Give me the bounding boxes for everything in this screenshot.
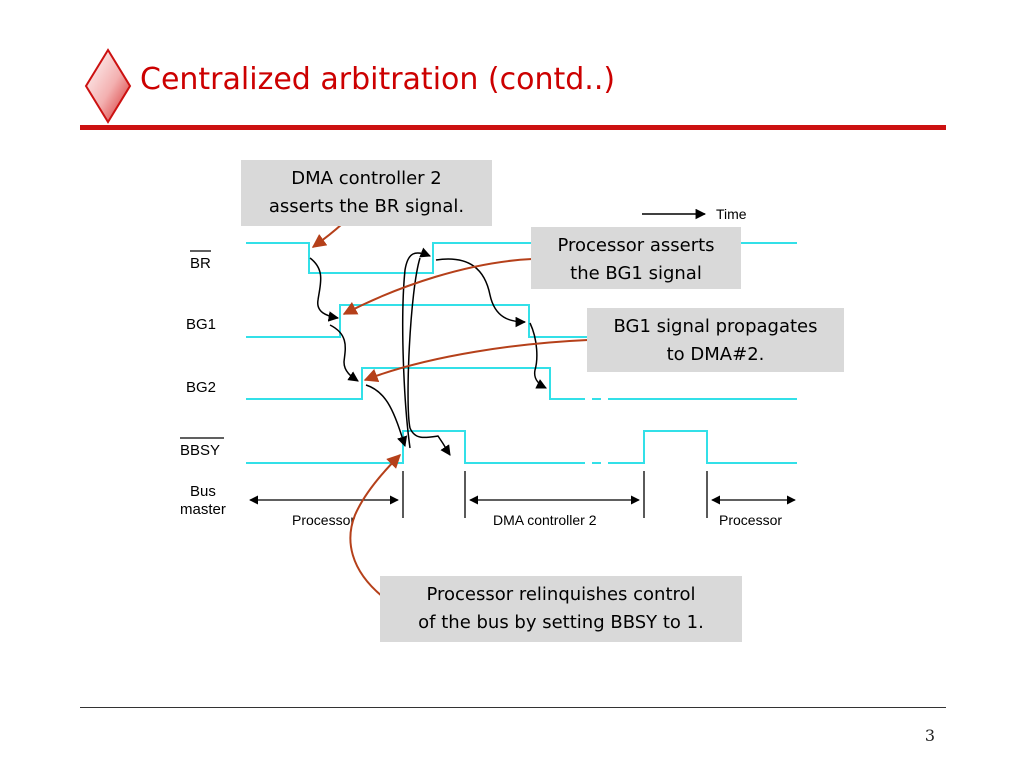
annotation-arrow-processor-asserts: [342, 258, 533, 315]
bbsy-trace: [246, 430, 797, 464]
callout-processor-relinquishes: Processor relinquishes control of the bu…: [380, 576, 742, 642]
time-label: Time: [716, 206, 747, 222]
callout-dma-asserts-line2: asserts the BR signal.: [268, 196, 465, 217]
callout-bg1-propagates: BG1 signal propagates to DMA#2.: [587, 308, 844, 372]
causal-arrow-bg1-release: [529, 322, 547, 389]
bus-master-label-line2: master: [180, 501, 226, 518]
signal-label-bbsy: BBSY: [180, 442, 220, 459]
callout-dma-asserts-line1: DMA controller 2: [291, 168, 442, 189]
callout-bg1-propagates-line1: BG1 signal propagates: [613, 316, 818, 337]
callout-processor-asserts-line2: the BG1 signal: [570, 263, 702, 284]
callout-processor-asserts: Processor asserts the BG1 signal: [531, 227, 741, 289]
causal-arrow-loop-mid: [407, 257, 451, 456]
bg1-trace: [246, 304, 797, 338]
causal-arrow-bg2-to-bbsy: [365, 384, 408, 447]
bg2-trace: [246, 367, 797, 400]
annotation-arrow-relinquishes: [349, 454, 401, 598]
causal-arrow-br-to-bg1: [309, 257, 340, 322]
bus-master-segment-processor-2: Processor: [719, 512, 782, 528]
causal-arrow-br-release: [435, 258, 527, 328]
signal-label-bg2: BG2: [186, 379, 216, 396]
signal-label-bg1: BG1: [186, 316, 216, 333]
causal-arrow-bg1-to-bg2: [329, 324, 359, 382]
callout-processor-relinquishes-line2: of the bus by setting BBSY to 1.: [418, 612, 704, 633]
page-title: Centralized arbitration (contd..): [140, 62, 616, 97]
annotation-arrow-dma-asserts: [311, 223, 343, 248]
callout-bg1-propagates-line2: to DMA#2.: [666, 344, 765, 365]
bus-master-segment-dma: DMA controller 2: [493, 512, 597, 528]
signal-label-br: BR: [190, 255, 211, 272]
callout-dma-asserts: DMA controller 2 asserts the BR signal.: [241, 160, 492, 226]
callout-processor-relinquishes-line1: Processor relinquishes control: [426, 584, 696, 605]
bus-master-segment-processor-1: Processor: [292, 512, 355, 528]
footer-divider: [80, 707, 946, 708]
title-divider: [80, 125, 946, 130]
diamond-icon: [84, 48, 132, 124]
page-number: 3: [924, 726, 936, 745]
bus-master-label-line1: Bus: [190, 483, 216, 500]
br-trace: [246, 242, 797, 274]
causal-arrow-loop-left: [402, 247, 431, 449]
callout-processor-asserts-line1: Processor asserts: [557, 235, 715, 256]
annotation-arrow-bg1-propagates: [363, 339, 589, 383]
